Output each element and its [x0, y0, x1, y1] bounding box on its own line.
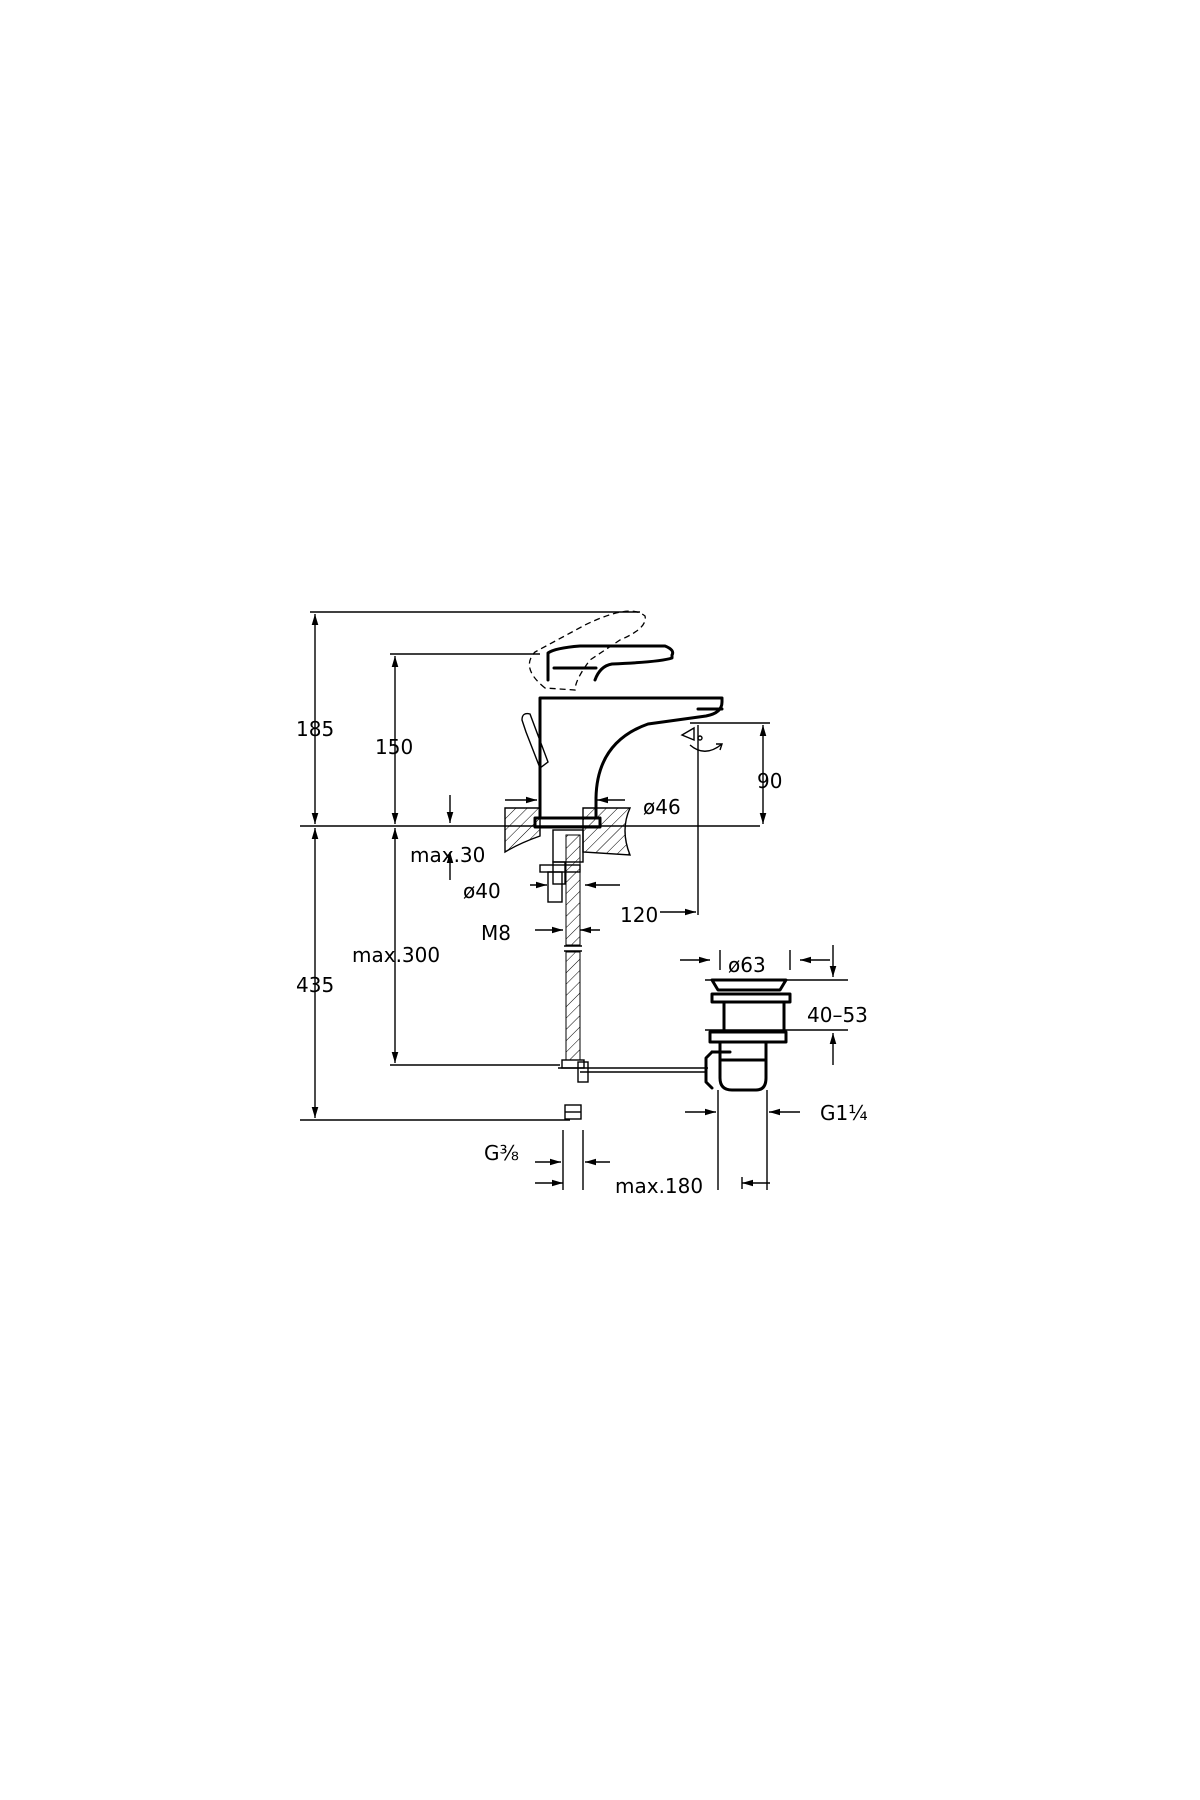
- label-max-deck-thickness: max.30: [410, 843, 485, 867]
- dimension-labels: 185 150 90 ø46 max.30 ø40 120 M8 max.300…: [296, 717, 868, 1198]
- label-waste-diameter: ø63: [728, 953, 766, 977]
- label-body-diameter: ø46: [643, 795, 681, 819]
- label-hose-thread: G⅜: [484, 1141, 519, 1165]
- countertop-section: [504, 807, 632, 856]
- label-lever-height: 150: [375, 735, 413, 759]
- label-max-hose-length: max.300: [352, 943, 440, 967]
- label-overall-height-above: 185: [296, 717, 334, 741]
- label-spout-height: 90: [757, 769, 782, 793]
- label-overall-height-below: 435: [296, 973, 334, 997]
- label-hole-diameter: ø40: [463, 879, 501, 903]
- faucet-body: [521, 610, 724, 829]
- mounting-assembly: [539, 829, 708, 1120]
- label-waste-thread: G1¼: [820, 1101, 868, 1125]
- label-waste-thickness-range: 40–53: [807, 1003, 868, 1027]
- label-spout-reach: 120: [620, 903, 658, 927]
- label-stud-thread: M8: [481, 921, 511, 945]
- label-max-rod-distance: max.180: [615, 1174, 703, 1198]
- dimension-lines: [311, 614, 837, 1189]
- waste-assembly: [704, 978, 792, 1092]
